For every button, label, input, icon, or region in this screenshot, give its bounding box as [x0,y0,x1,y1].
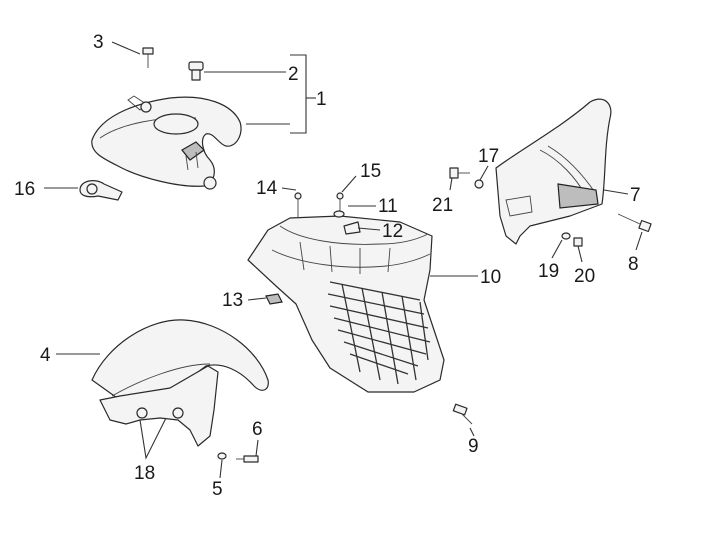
callout-2: 2 [288,64,299,85]
callout-3: 3 [93,32,104,53]
callout-20: 20 [574,266,595,287]
leader-lines [44,41,643,479]
rear-cover-assembly [91,95,242,190]
washer-part-19 [561,232,571,240]
callout-10: 10 [480,267,501,288]
callout-12: 12 [382,221,403,242]
callout-21: 21 [432,195,453,216]
front-mudguard-part-4 [91,319,269,447]
callout-14: 14 [256,178,278,199]
bolt-part-3 [142,47,154,68]
screw-part-15 [336,192,344,212]
callout-5: 5 [212,479,223,500]
bolt-part-21 [449,167,470,179]
callout-18: 18 [134,463,155,484]
callout-16: 16 [14,179,35,200]
nut-part-20 [573,237,583,247]
callout-19: 19 [538,261,559,282]
grommet-part-2 [188,61,204,81]
callout-17: 17 [478,146,499,167]
callout-labels: 1 2 3 4 5 6 7 8 9 10 11 12 13 14 15 16 1… [14,32,641,500]
callout-13: 13 [222,290,243,311]
clip-part-12 [343,221,361,235]
screw-part-9 [452,403,473,425]
screw-part-6 [236,455,259,463]
screw-part-8 [617,213,652,233]
washer-part-17 [474,179,484,189]
rear-mudguard-part-7 [495,98,612,245]
callout-15: 15 [360,161,381,182]
callout-11: 11 [378,196,398,217]
callout-1: 1 [316,89,327,110]
washer-part-11 [333,210,345,218]
callout-4: 4 [40,345,51,366]
washer-part-5 [217,452,227,460]
callout-7: 7 [630,185,641,206]
callout-9: 9 [468,436,479,457]
screw-part-14 [294,192,302,218]
callout-6: 6 [252,419,263,440]
bracket-part-16 [79,180,123,201]
inner-shield-part-10 [247,215,445,393]
callout-8: 8 [628,254,639,275]
